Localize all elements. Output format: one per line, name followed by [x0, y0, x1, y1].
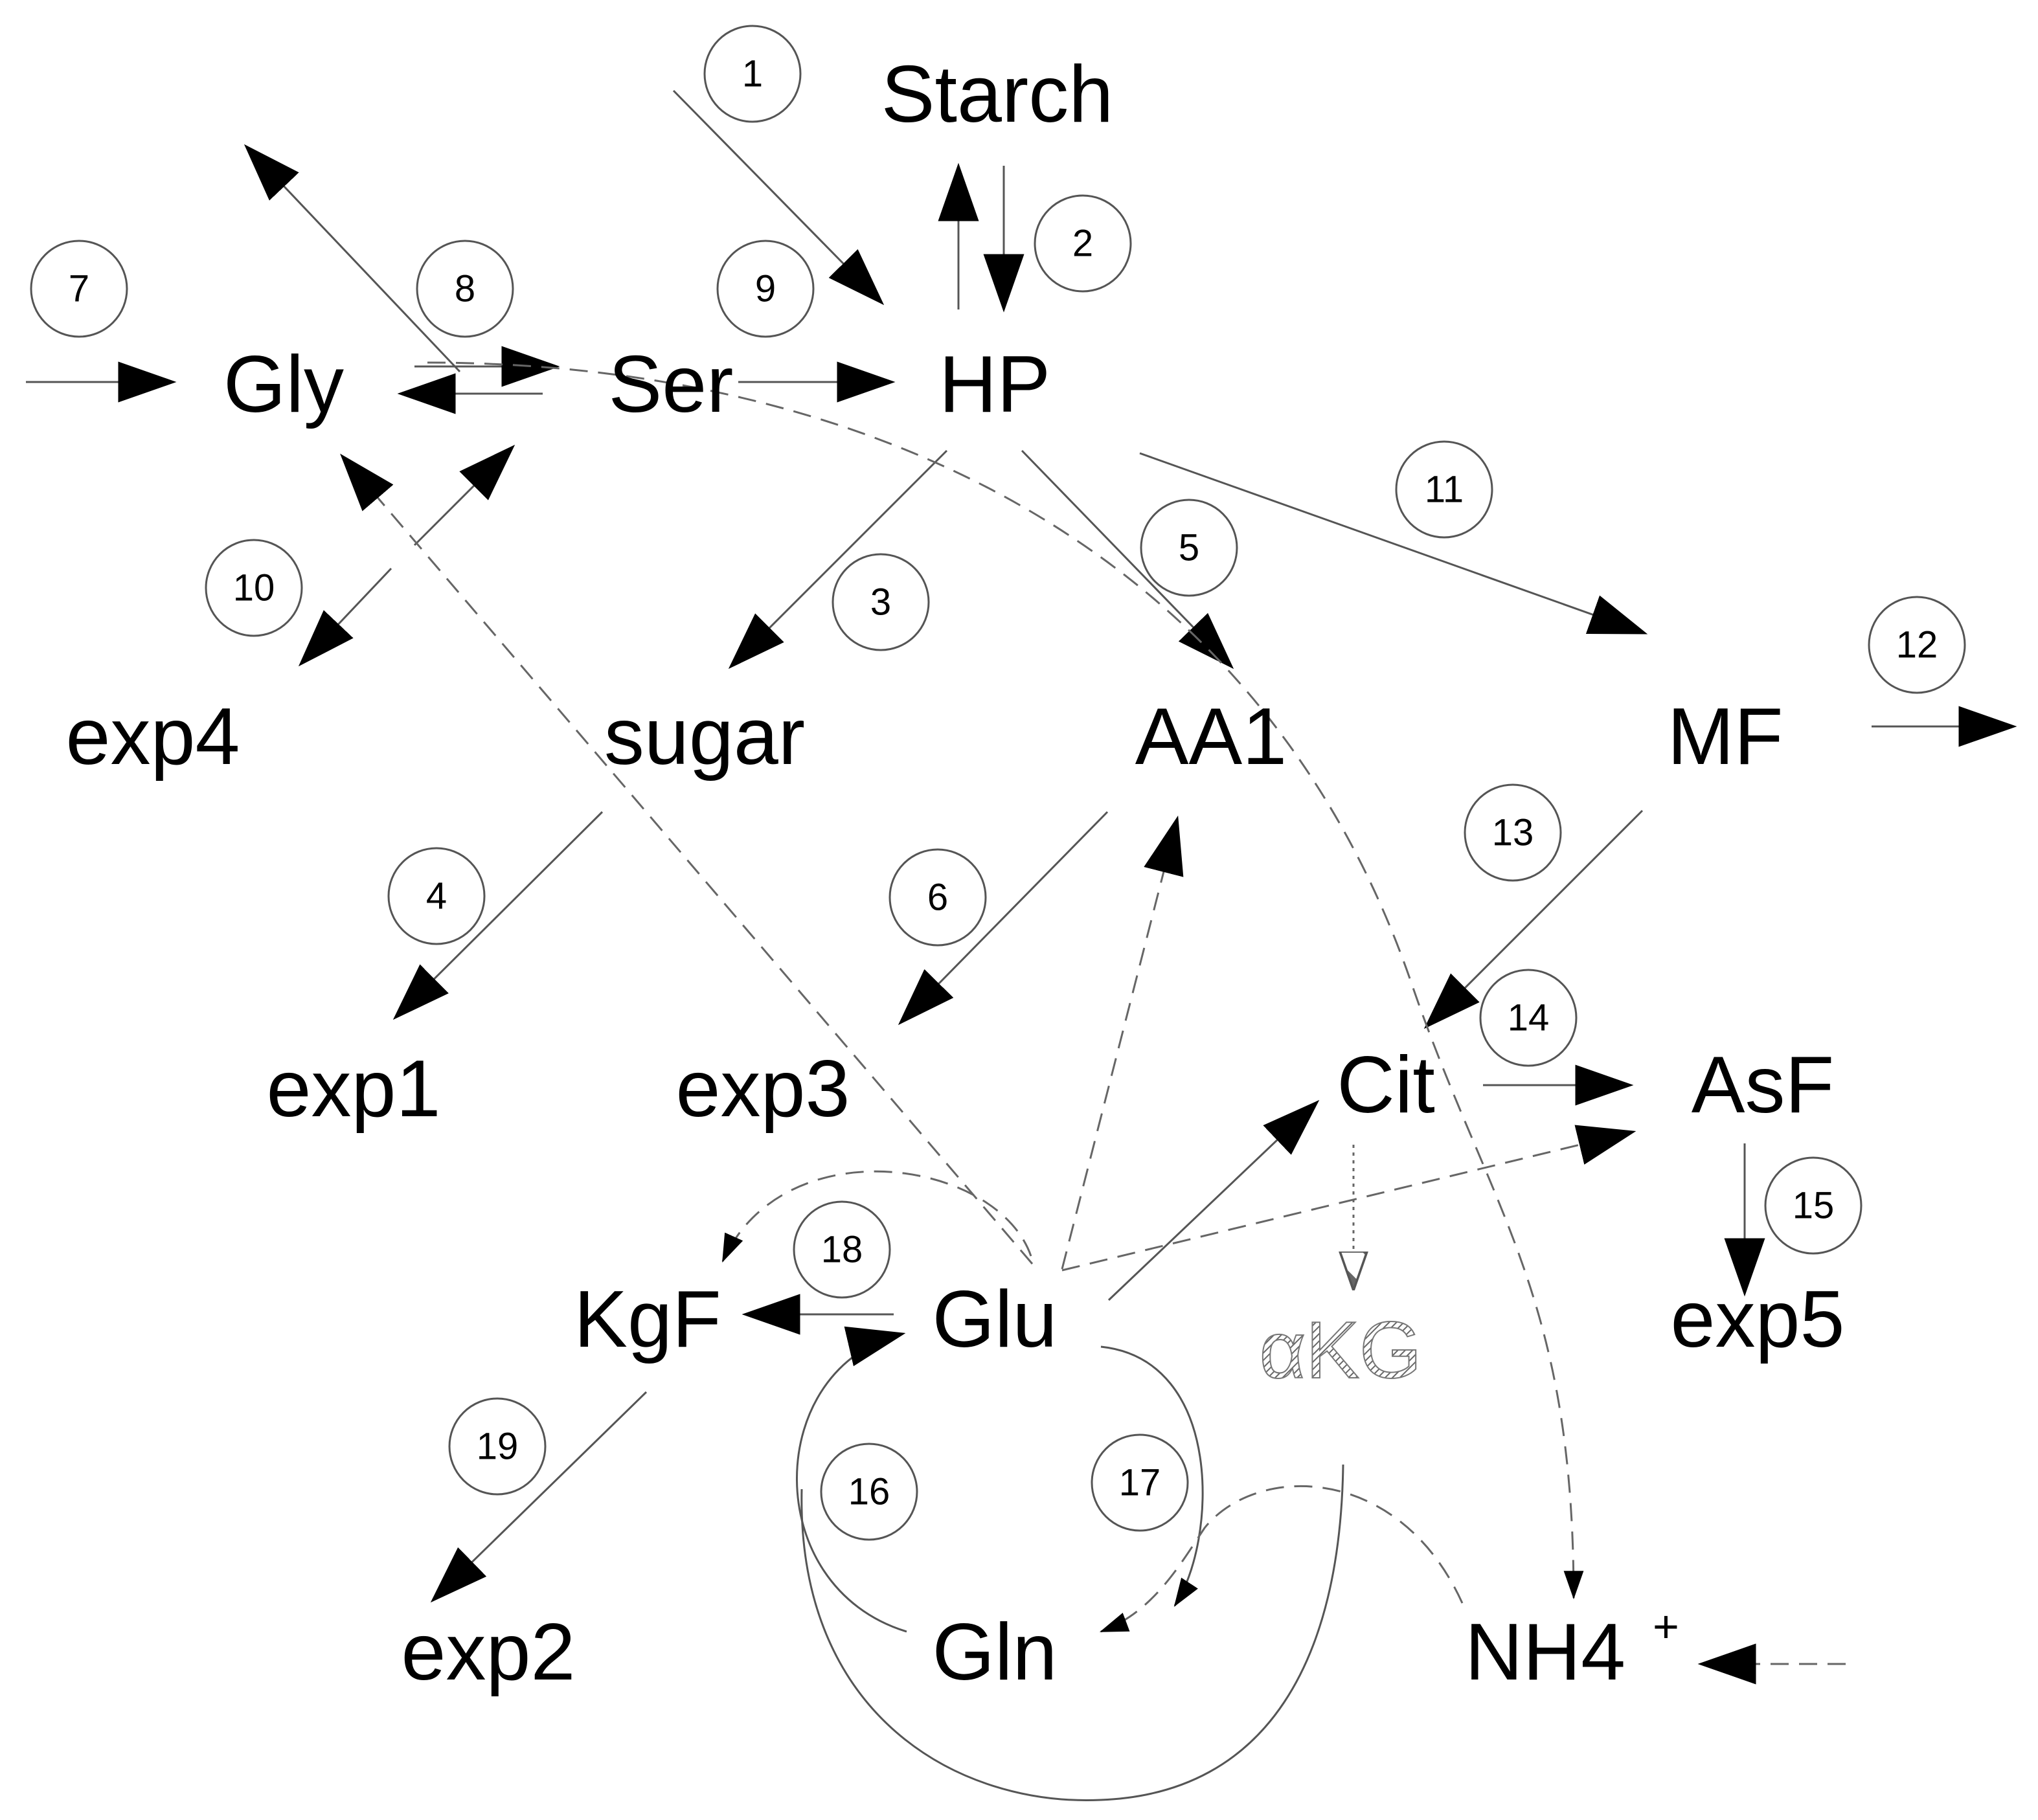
reaction-badge-8: 8 [416, 240, 514, 338]
arrow-dashed-glu-asf [1061, 1125, 1636, 1272]
node-hp: HP [939, 340, 1050, 429]
svg-text:14: 14 [1508, 997, 1550, 1039]
reaction-badge-2: 2 [1034, 194, 1132, 293]
arrow-r10-a [413, 444, 515, 546]
reaction-badge-19: 19 [448, 1397, 547, 1496]
reaction-badge-3: 3 [832, 553, 930, 651]
reaction-badge-9: 9 [716, 240, 815, 338]
reaction-arrows [26, 89, 2017, 1801]
svg-text:3: 3 [870, 581, 891, 624]
reaction-badge-6: 6 [889, 848, 987, 947]
node-nh4-charge: + [1653, 1601, 1679, 1652]
reaction-badge-16: 16 [820, 1443, 918, 1541]
arrow-r3 [728, 449, 948, 669]
arrow-dashed-gly-nh4 [427, 361, 1584, 1600]
arrow-glu-cit [1107, 1099, 1320, 1301]
arrow-dashed-glu-kgf [721, 1170, 1032, 1263]
arrow-gly-out [243, 144, 461, 373]
node-ser: Ser [609, 340, 734, 429]
arrow-r5 [1021, 449, 1234, 669]
svg-text:9: 9 [755, 268, 776, 310]
svg-text:11: 11 [1425, 469, 1464, 511]
node-starch: Starch [881, 50, 1113, 139]
reaction-badge-14: 14 [1479, 969, 1578, 1067]
svg-text:1: 1 [742, 53, 763, 95]
reaction-badge-7: 7 [30, 240, 128, 338]
arrow-r1 [672, 89, 885, 306]
arrow-r6 [898, 811, 1109, 1026]
node-gln: Gln [933, 1608, 1058, 1697]
svg-text:4: 4 [426, 875, 447, 917]
metabolite-nodes: Starch Gly Ser HP exp4 sugar AA1 MF exp1… [66, 50, 1845, 1697]
reaction-badge-5: 5 [1140, 499, 1238, 597]
svg-text:8: 8 [455, 268, 475, 310]
reaction-badge-13: 13 [1464, 783, 1562, 882]
arrow-dashed-glu-aa1 [1061, 815, 1184, 1270]
reaction-badge-18: 18 [793, 1200, 891, 1299]
node-glu: Glu [933, 1275, 1058, 1364]
arrow-r17 [1100, 1345, 1204, 1607]
arrow-dashed-glu-gly [340, 453, 1034, 1264]
svg-text:19: 19 [477, 1426, 519, 1468]
node-asf: AsF [1692, 1040, 1834, 1130]
svg-text:12: 12 [1896, 624, 1938, 666]
reaction-badge-15: 15 [1764, 1156, 1863, 1255]
svg-text:17: 17 [1119, 1462, 1161, 1504]
arrow-r10-b [298, 567, 392, 667]
reaction-badges: 1 2 3 4 5 6 7 8 9 10 11 12 13 14 15 16 1… [30, 25, 1966, 1541]
reaction-badge-10: 10 [205, 539, 303, 637]
node-cit: Cit [1337, 1040, 1435, 1130]
arrow-r16 [796, 1326, 907, 1633]
reaction-badge-17: 17 [1091, 1433, 1189, 1532]
svg-text:5: 5 [1179, 527, 1199, 569]
node-mf: MF [1667, 692, 1783, 781]
svg-text:13: 13 [1492, 812, 1534, 854]
arrow-r4 [392, 811, 604, 1020]
svg-text:18: 18 [821, 1229, 863, 1271]
arrow-r19 [430, 1391, 648, 1603]
node-sugar: sugar [604, 692, 805, 781]
arrow-gln-akg-loop [800, 1464, 1344, 1801]
reaction-badge-11: 11 [1395, 440, 1493, 539]
node-akg: αKG [1260, 1306, 1422, 1395]
node-aa1: AA1 [1135, 692, 1287, 781]
node-kgf: KgF [574, 1275, 721, 1364]
svg-text:6: 6 [927, 877, 948, 919]
reaction-badge-12: 12 [1868, 596, 1966, 694]
node-gly: Gly [223, 340, 344, 429]
node-exp5: exp5 [1671, 1275, 1845, 1364]
arrow-r11 [1139, 452, 1648, 635]
reaction-badge-1: 1 [703, 25, 802, 123]
node-exp2: exp2 [402, 1608, 576, 1697]
node-exp4: exp4 [66, 692, 240, 781]
reaction-badge-4: 4 [387, 847, 486, 945]
svg-text:10: 10 [233, 567, 275, 609]
svg-text:16: 16 [848, 1471, 890, 1513]
node-exp3: exp3 [676, 1044, 850, 1134]
svg-text:7: 7 [69, 268, 89, 310]
svg-text:2: 2 [1072, 223, 1093, 265]
node-nh4: NH4 [1465, 1608, 1625, 1697]
arrow-dashed-nh4-gln [1099, 1485, 1464, 1633]
arrow-r13 [1423, 809, 1644, 1029]
node-exp1: exp1 [267, 1044, 441, 1134]
svg-text:15: 15 [1793, 1185, 1835, 1227]
